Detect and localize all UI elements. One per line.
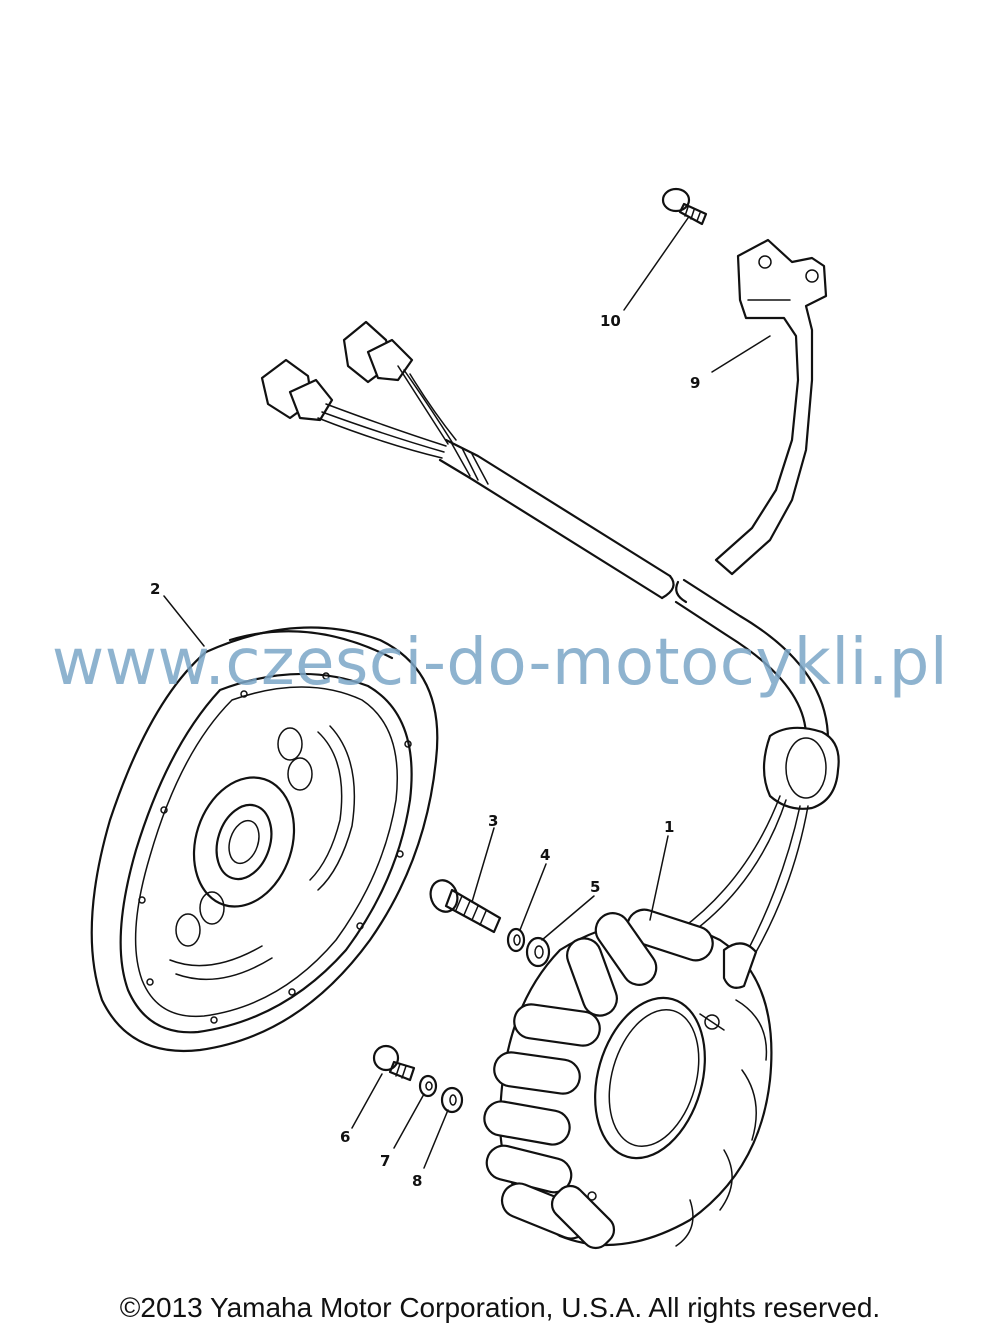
flywheel-rotor-2 [90, 626, 439, 1052]
bolt-10 [661, 187, 708, 226]
stator-assembly-1 [483, 908, 773, 1250]
callout-6: 6 [340, 1128, 350, 1146]
washer-7 [418, 1074, 438, 1098]
callout-4: 4 [540, 846, 550, 864]
stator-lead-wire [260, 320, 840, 953]
screw-6 [372, 1044, 416, 1082]
bolt-3 [429, 879, 502, 934]
washer-8 [440, 1086, 464, 1114]
callout-10: 10 [600, 312, 621, 330]
callout-7: 7 [380, 1152, 390, 1170]
washer-4 [506, 927, 526, 953]
callout-labels: 1 2 3 4 5 6 7 8 9 10 [150, 312, 700, 1190]
callout-8: 8 [412, 1172, 422, 1190]
callout-9: 9 [690, 374, 700, 392]
washer-5 [525, 936, 551, 968]
copyright-notice: ©2013 Yamaha Motor Corporation, U.S.A. A… [119, 1292, 881, 1323]
callout-2: 2 [150, 580, 160, 598]
callout-5: 5 [590, 878, 600, 896]
callout-3: 3 [488, 812, 498, 830]
leader-lines [163, 217, 771, 1169]
watermark-url: www.czesci-do-motocykli.pl [51, 626, 949, 700]
bracket-9 [714, 238, 828, 576]
callout-1: 1 [664, 818, 674, 836]
